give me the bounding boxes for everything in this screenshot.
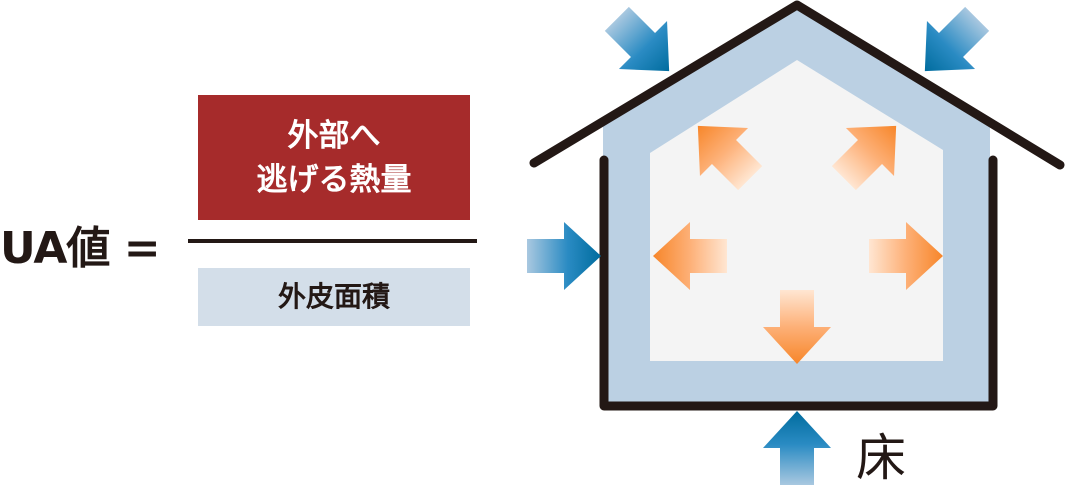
numerator-box: 外部へ 逃げる熱量 (198, 95, 470, 220)
ua-value-label: UA値 = (0, 223, 161, 274)
fraction-bar (188, 239, 477, 243)
numerator-line-1: 外部へ (287, 117, 381, 154)
roof-line (529, 0, 1065, 170)
denominator-box: 外皮面積 (198, 268, 470, 326)
numerator-line-2: 逃げる熱量 (256, 161, 412, 198)
cold-arrow-left-wall-icon (527, 222, 601, 290)
wall-floor-line (599, 155, 998, 411)
floor-label: 床 (856, 429, 906, 487)
cold-arrow-floor-icon (763, 411, 831, 485)
